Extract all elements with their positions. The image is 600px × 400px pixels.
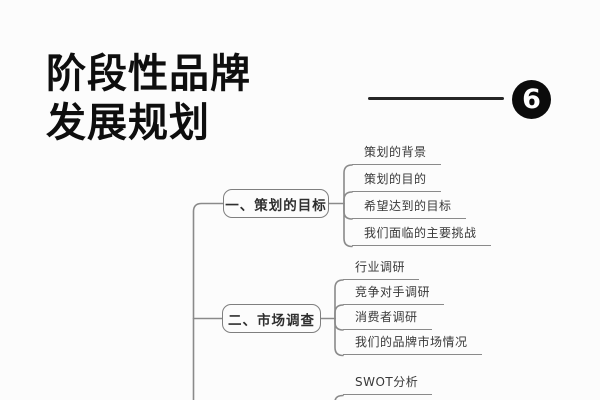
page-title: 阶段性品牌 发展规划 <box>46 50 251 148</box>
branch-node-label: 一、策划的目标 <box>225 197 327 214</box>
circled-6-icon: 6 <box>512 80 551 119</box>
leaf-item[interactable]: 行业调研 <box>343 260 420 280</box>
leaf-item[interactable]: 希望达到的目标 <box>352 199 466 219</box>
leaf-item[interactable]: 策划的背景 <box>352 145 441 165</box>
leaf-item[interactable]: 消费者调研 <box>343 310 432 330</box>
divider-line <box>368 97 504 100</box>
leaf-item[interactable]: 我们的品牌市场情况 <box>343 335 482 355</box>
page-title-line-2: 发展规划 <box>46 100 210 146</box>
leaf-item[interactable]: 竞争对手调研 <box>343 285 445 305</box>
branch-node-market-research[interactable]: 二、市场调查 <box>222 304 321 333</box>
leaf-item[interactable]: SWOT分析 <box>343 375 433 395</box>
leaf-item[interactable]: 策划的目的 <box>352 172 441 192</box>
page-title-line-1: 阶段性品牌 <box>46 51 251 97</box>
branch-node-label: 二、市场调查 <box>228 312 315 329</box>
badge-number: 6 <box>522 84 541 115</box>
leaf-item[interactable]: 我们面临的主要挑战 <box>352 226 491 246</box>
branch-node-planning-goals[interactable]: 一、策划的目标 <box>223 189 329 218</box>
